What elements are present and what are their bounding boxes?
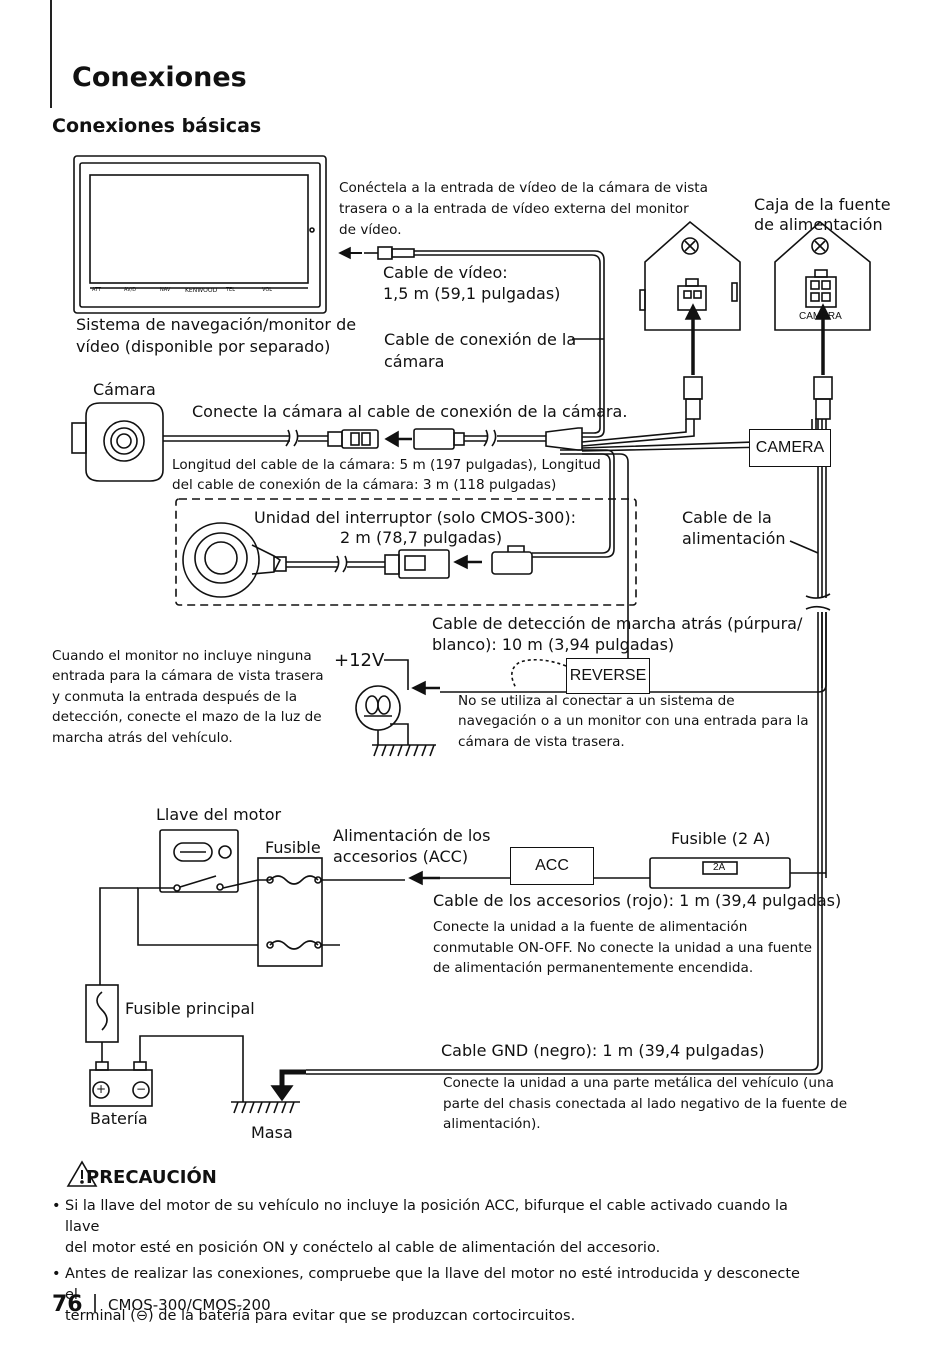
reverse-note-2: navegación o a un monitor con una entrad… bbox=[458, 713, 809, 729]
caution-title: PRECAUCIÓN bbox=[86, 1167, 217, 1188]
reverse-label-1: Cable de detección de marcha atrás (púrp… bbox=[432, 614, 803, 633]
monitor-note-1: Cuando el monitor no incluye ninguna bbox=[52, 648, 312, 664]
acc-note-1: Conecte la unidad a la fuente de aliment… bbox=[433, 919, 748, 935]
reverse-label-2: blanco): 10 m (3,94 pulgadas) bbox=[432, 635, 675, 654]
power-box-left bbox=[639, 220, 741, 331]
power-box-right bbox=[774, 220, 871, 331]
monitor-button-label: NAV bbox=[160, 287, 171, 293]
camera-conn-cable-1: Cable de conexión de la bbox=[384, 330, 577, 349]
caution-item: Antes de realizar las conexiones, compru… bbox=[52, 1264, 812, 1327]
ground-cable-label: Cable GND (negro): 1 m (39,4 pulgadas) bbox=[441, 1041, 765, 1060]
caution-item-2-line-1: Antes de realizar las conexiones, compru… bbox=[65, 1266, 800, 1304]
monitor-note-4: detección, conecte el mazo de la luz de bbox=[52, 709, 322, 725]
caution-item: Si la llave del motor de su vehículo no … bbox=[52, 1196, 812, 1259]
monitor-button-label: ATT bbox=[92, 287, 102, 293]
ground-label: Masa bbox=[251, 1123, 293, 1142]
reverse-note-1: No se utiliza al conectar a un sistema d… bbox=[458, 693, 735, 709]
ground-note-2: parte del chasis conectada al lado negat… bbox=[443, 1096, 848, 1112]
acc-power-label-1: Alimentación de los bbox=[333, 826, 491, 845]
main-fuse-label: Fusible principal bbox=[125, 999, 255, 1018]
video-cable-label-2: 1,5 m (59,1 pulgadas) bbox=[383, 284, 561, 303]
ground-note-3: alimentación). bbox=[443, 1116, 541, 1132]
power-box-label-2: de alimentación bbox=[754, 215, 883, 234]
monitor-caption-2: vídeo (disponible por separado) bbox=[76, 337, 331, 356]
switch-unit-illustration bbox=[182, 522, 450, 598]
camera-length-note-2: del cable de conexión de la cámara: 3 m … bbox=[172, 477, 557, 493]
acc-note-3: de alimentación permanentemente encendid… bbox=[433, 960, 754, 976]
switch-unit-label-1: Unidad del interruptor (solo CMOS-300): bbox=[254, 508, 576, 527]
ignition-illustration bbox=[99, 829, 270, 985]
page-title: Conexiones bbox=[72, 62, 247, 93]
page-number: 76 bbox=[52, 1292, 83, 1317]
ignition-key-label: Llave del motor bbox=[156, 805, 282, 824]
monitor-note-3: y conmuta la entrada después de la bbox=[52, 689, 298, 705]
camera-length-note-1: Longitud del cable de la cámara: 5 m (19… bbox=[172, 457, 601, 473]
monitor-caption-1: Sistema de navegación/monitor de bbox=[76, 315, 357, 334]
model-name: CMOS-300/CMOS-200 bbox=[108, 1296, 271, 1314]
camera-tag: CAMERA bbox=[749, 429, 831, 467]
battery-minus: − bbox=[136, 1082, 147, 1096]
caution-item-1-line-1: Si la llave del motor de su vehículo no … bbox=[65, 1198, 788, 1236]
camera-conn-cable-2: cámara bbox=[384, 352, 445, 371]
acc-cable-label: Cable de los accesorios (rojo): 1 m (39,… bbox=[433, 891, 842, 910]
video-cable-label-1: Cable de vídeo: bbox=[383, 263, 508, 282]
ground-note-1: Conecte la unidad a una parte metálica d… bbox=[443, 1075, 834, 1091]
power-cable-label-1: Cable de la bbox=[682, 508, 772, 527]
reverse-tag: REVERSE bbox=[566, 658, 650, 694]
ignition-fuse-label: Fusible bbox=[265, 838, 321, 857]
video-note-1: Conéctela a la entrada de vídeo de la cá… bbox=[339, 180, 708, 196]
monitor-button-label: AV/D bbox=[124, 287, 137, 293]
monitor-button-label: VOL bbox=[262, 287, 273, 293]
monitor-brand: KENWOOD bbox=[185, 287, 218, 294]
battery-label: Batería bbox=[90, 1109, 148, 1128]
power-box-port-label: CAMERA bbox=[799, 311, 842, 322]
power-box-label-1: Caja de la fuente bbox=[754, 195, 891, 214]
acc-fuse-label: Fusible (2 A) bbox=[671, 829, 771, 848]
monitor-note-5: marcha atrás del vehículo. bbox=[52, 730, 233, 746]
reverse-note-3: cámara de vista trasera. bbox=[458, 734, 625, 750]
caution-item-2-line-2: terminal (⊖) de la batería para evitar q… bbox=[65, 1308, 576, 1325]
reverse-voltage: +12V bbox=[334, 650, 385, 671]
video-note-3: de vídeo. bbox=[339, 222, 402, 238]
camera-label: Cámara bbox=[93, 380, 156, 399]
acc-note-2: conmutable ON-OFF. No conecte la unidad … bbox=[433, 940, 812, 956]
switch-unit-label-2: 2 m (78,7 pulgadas) bbox=[340, 528, 503, 547]
acc-fuse-value: 2A bbox=[713, 862, 726, 873]
acc-power-label-2: accesorios (ACC) bbox=[333, 847, 469, 866]
battery-plus: + bbox=[96, 1082, 107, 1096]
caution-item-1-line-2: del motor esté en posición ON y conéctel… bbox=[65, 1240, 661, 1257]
video-note-2: trasera o a la entrada de vídeo externa … bbox=[339, 201, 689, 217]
camera-connect-note: Conecte la cámara al cable de conexión d… bbox=[192, 402, 628, 421]
monitor-button-label: TEL bbox=[226, 287, 235, 293]
monitor-note-2: entrada para la cámara de vista trasera bbox=[52, 668, 324, 684]
monitor-illustration bbox=[73, 155, 327, 314]
margin-rule bbox=[50, 0, 52, 108]
acc-tag: ACC bbox=[510, 847, 594, 885]
power-cable-label-2: alimentación bbox=[682, 529, 786, 548]
camera-illustration bbox=[71, 402, 164, 482]
caution-list: Si la llave del motor de su vehículo no … bbox=[52, 1196, 812, 1332]
section-title: Conexiones básicas bbox=[52, 115, 262, 137]
